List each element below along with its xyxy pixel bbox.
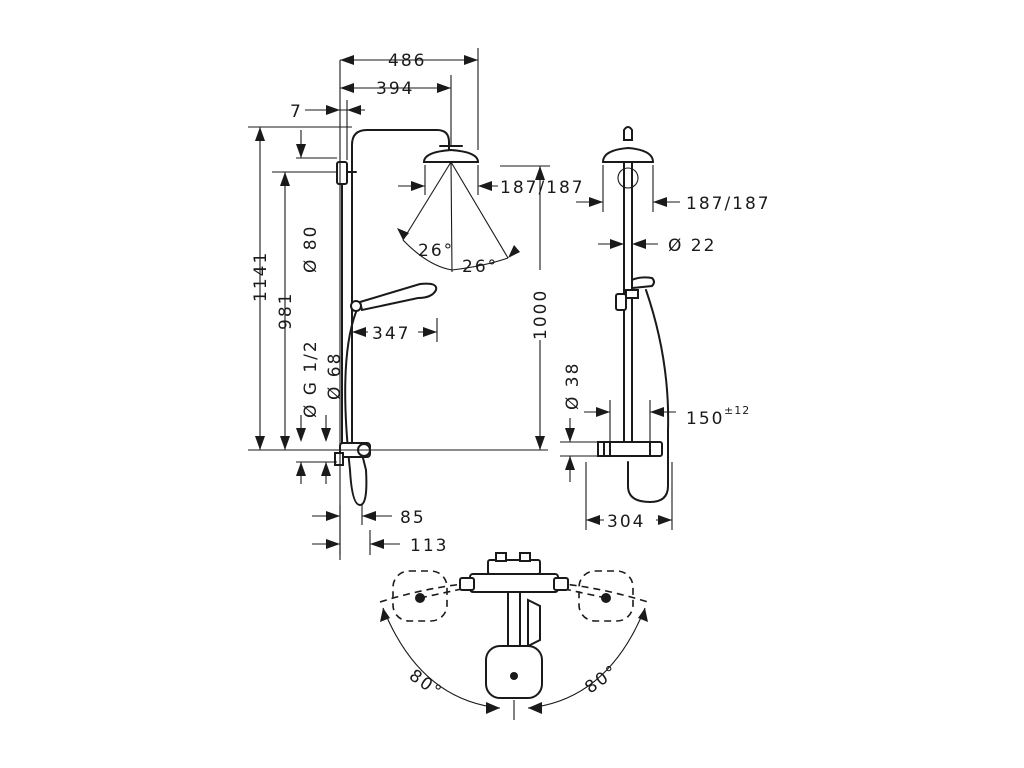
label-394: 394: [376, 79, 414, 99]
label-angle-right: 26°: [462, 257, 498, 277]
side-top-cap: [623, 126, 633, 141]
side-shower-hose: [627, 289, 670, 503]
overhead-shower-head: [422, 148, 480, 163]
handle-ghost-right: [578, 570, 634, 622]
label-347: 347: [372, 324, 410, 344]
label-187-front: 187/187: [500, 178, 585, 198]
label-1141: 1141: [251, 251, 271, 302]
label-80deg-right: 80°: [581, 661, 622, 698]
side-shower-head: [601, 146, 655, 163]
shower-hose: [344, 311, 368, 506]
label-150-tolerance: ±12: [724, 404, 750, 417]
label-dia-68: Ø 68: [325, 352, 345, 400]
label-113: 113: [410, 536, 448, 556]
side-thermostat: [597, 441, 663, 457]
side-hand-shower: [631, 276, 655, 290]
wall-bracket-top: [336, 161, 348, 185]
riser-pipe: [351, 129, 450, 447]
label-80deg-left: 80°: [405, 666, 446, 703]
label-85: 85: [400, 508, 426, 528]
label-187-side: 187/187: [686, 194, 771, 214]
side-dimensions: 187/187 Ø 22 Ø 38 150 ±12 304: [560, 165, 771, 532]
top-view: 80° 80°: [379, 552, 649, 720]
label-150: 150: [686, 409, 724, 429]
label-angle-left: 26°: [418, 241, 454, 261]
label-g-half: Ø G 1/2: [301, 339, 321, 418]
label-304: 304: [607, 512, 645, 532]
label-981: 981: [276, 292, 296, 330]
side-view: [597, 126, 670, 503]
label-1000: 1000: [531, 289, 551, 340]
label-dia-80: Ø 80: [301, 225, 321, 273]
handle-ghost-left: [392, 570, 448, 622]
label-dia-38: Ø 38: [563, 362, 583, 410]
top-thermostat-body: [469, 573, 559, 593]
label-dia-22: Ø 22: [668, 236, 716, 256]
label-7: 7: [290, 102, 303, 122]
slider-holder: [350, 300, 362, 312]
hand-shower: [358, 282, 438, 312]
front-dimensions: 486 394 7 1141 Ø 80 981 Ø G 1/2: [248, 48, 585, 556]
label-486: 486: [388, 51, 426, 71]
front-view: [334, 60, 509, 560]
